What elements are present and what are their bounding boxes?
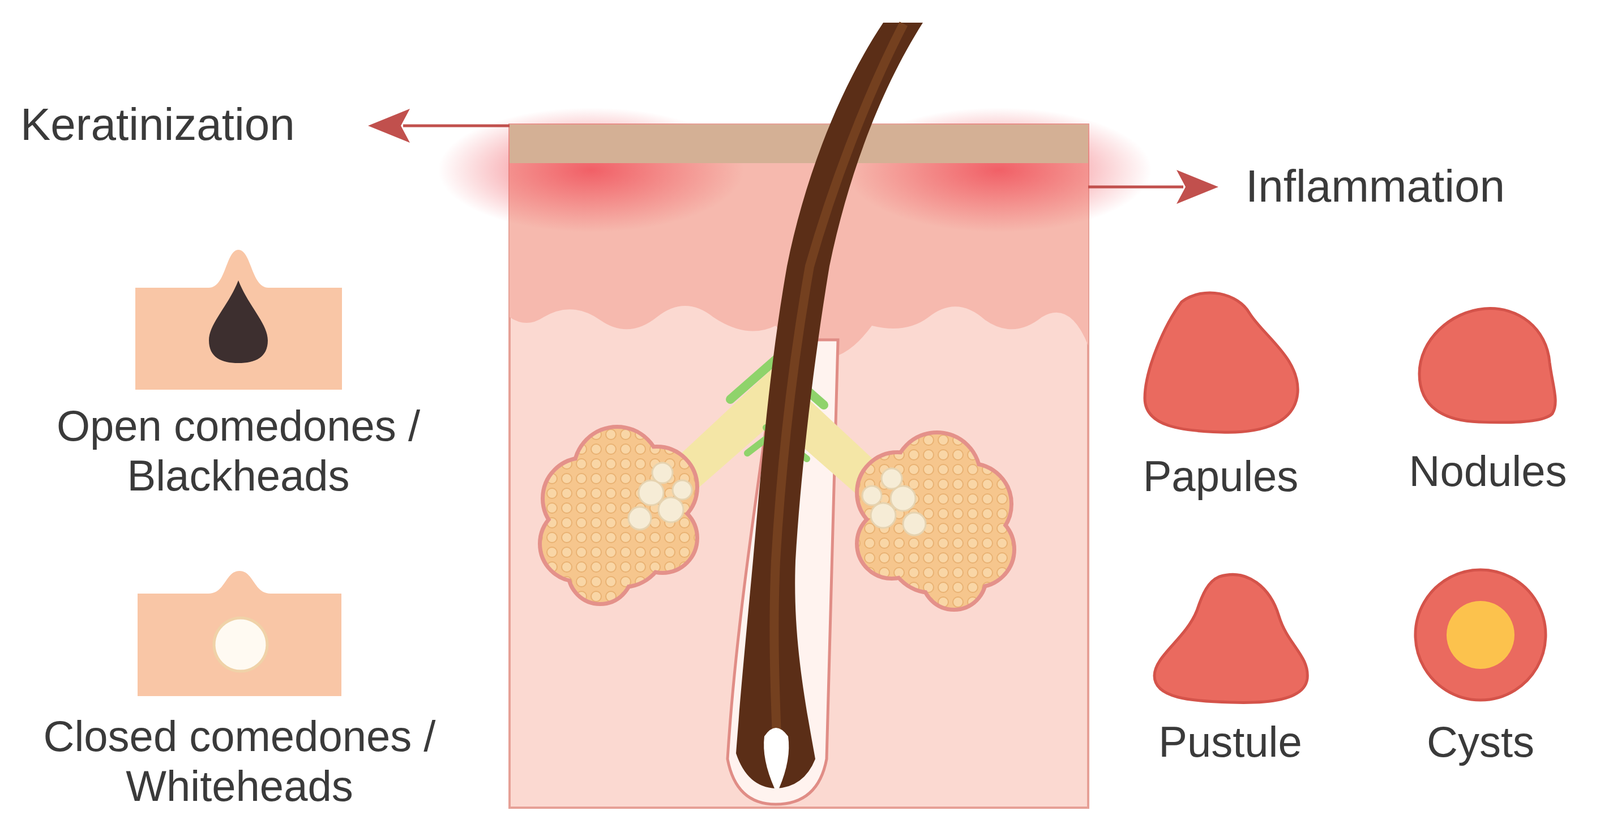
lesion-shape <box>1154 574 1308 703</box>
stage-label: Inflammation <box>1245 160 1505 213</box>
lesion-icon <box>1141 290 1300 434</box>
lesion-shape <box>1419 308 1556 423</box>
lesion-shape <box>1446 600 1515 669</box>
lesion-shape <box>208 280 268 363</box>
lesion-icon <box>1416 305 1560 423</box>
lesion-node: Closed comedones / Whiteheads <box>18 570 461 814</box>
lesion-label: Cysts <box>1378 716 1583 767</box>
lesion-label: Open comedones / Blackheads <box>17 400 460 501</box>
lesion-shape <box>137 570 342 696</box>
lesion-shape <box>214 617 268 671</box>
lesion-node: Papules <box>1107 290 1334 504</box>
lesion-label: Papules <box>1107 451 1334 502</box>
lesion-node: Open comedones / Blackheads <box>17 249 460 503</box>
lesion-label: Pustule <box>1117 716 1344 767</box>
lesion-label: Nodules <box>1385 446 1590 496</box>
lesion-shape <box>1144 292 1298 432</box>
lesion-icon <box>1414 568 1547 701</box>
lesion-node: Cysts <box>1378 568 1583 769</box>
lesion-icon <box>135 249 342 390</box>
stage-label: Keratinization <box>20 98 295 151</box>
lesion-label: Closed comedones / Whiteheads <box>18 711 461 811</box>
lesion-node: Pustule <box>1117 570 1344 769</box>
lesion-shape <box>1415 569 1546 700</box>
lesion-icon <box>1151 570 1310 704</box>
lesion-shape <box>135 249 342 390</box>
lesion-icon <box>137 570 342 696</box>
lesion-node: Nodules <box>1385 305 1590 499</box>
